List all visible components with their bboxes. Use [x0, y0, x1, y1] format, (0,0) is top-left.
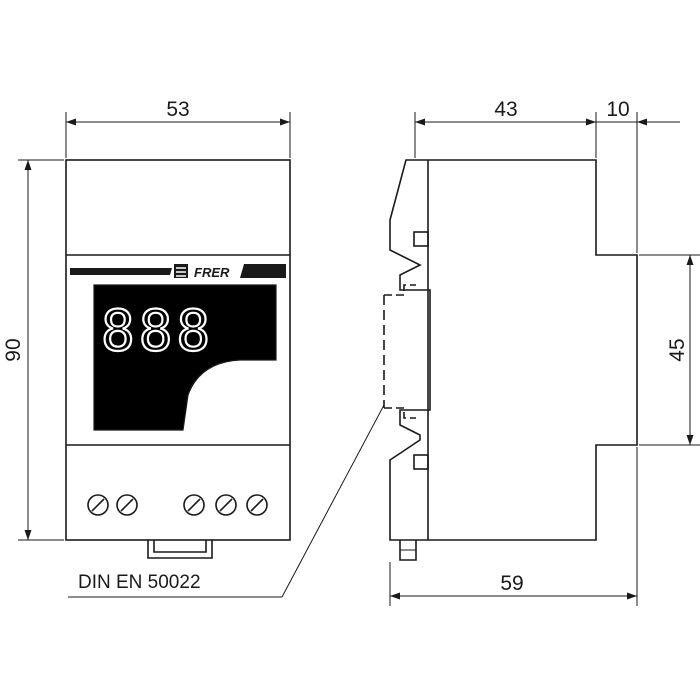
screw-icon [87, 494, 109, 516]
brand-band-left [70, 268, 172, 275]
screw-icon [246, 494, 268, 516]
screw-icon [215, 494, 237, 516]
dim-front-height: 90 [2, 338, 25, 361]
din-clip-inner [153, 540, 207, 553]
brand-name: FRER [194, 265, 230, 280]
callout-leader [281, 404, 385, 598]
screw-icon [116, 494, 138, 516]
dim-side-total: 59 [500, 572, 523, 595]
screw-icon [183, 494, 205, 516]
display-digits: 888 [101, 299, 214, 364]
dim-side-offset: 10 [606, 98, 629, 121]
dimension-lines: 53 90 43 10 45 59 [2, 98, 700, 606]
terminal-screws [87, 494, 268, 516]
display-window [93, 284, 277, 431]
dim-side-depth: 43 [494, 98, 517, 121]
side-view [383, 159, 638, 561]
clip-square-bottom [413, 454, 429, 470]
din-rail-label: DIN EN 50022 [78, 572, 201, 593]
side-body-outline [389, 159, 638, 541]
dim-side-height: 45 [666, 338, 689, 361]
brand-band-right [240, 264, 286, 278]
din-rail-profile [384, 284, 416, 419]
dim-front-width: 53 [166, 98, 189, 121]
din-callout: DIN EN 50022 [68, 404, 385, 598]
front-body-outline [65, 159, 291, 541]
din-clip [147, 540, 213, 559]
clip-square-top [413, 231, 429, 247]
front-view: FRER 888 [65, 159, 291, 559]
